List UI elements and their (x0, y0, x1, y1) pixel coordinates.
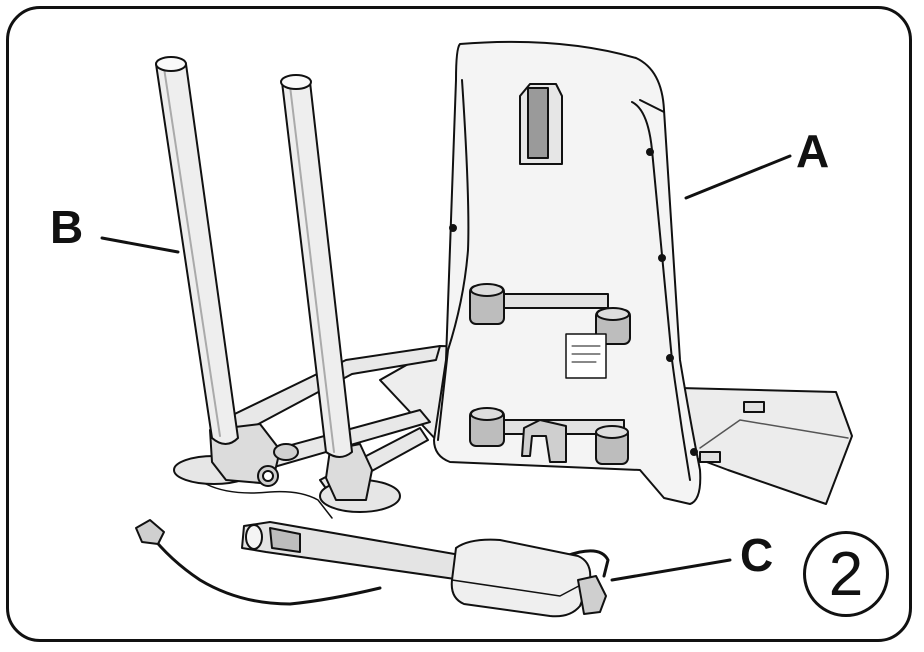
leader-line-b (100, 236, 180, 254)
part-b-base-frame (155, 56, 441, 519)
leader-line-c (610, 558, 732, 582)
callout-label-b: B (50, 201, 84, 253)
part-c-actuator (135, 519, 610, 618)
leader-line-a (684, 154, 792, 200)
step-number-badge: 2 (803, 531, 889, 617)
part-a-backrest-seat (379, 40, 853, 505)
callout-label-a: A (796, 125, 830, 177)
callout-label-c: C (740, 529, 774, 581)
